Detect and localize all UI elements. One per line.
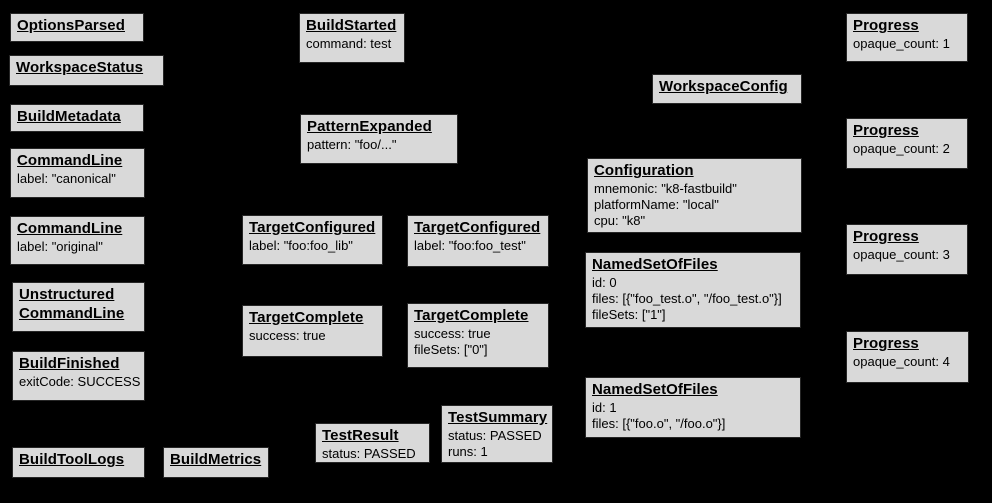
event-node-field: exitCode: SUCCESS [19,374,141,389]
event-node-title: BuildMetadata [17,108,121,125]
node-target-complete-foo-lib: TargetComplete success: true [242,305,383,357]
node-options-parsed: OptionsParsed [10,13,144,42]
event-node-body: opaque_count: 2 [853,141,961,157]
event-node-field: opaque_count: 1 [853,36,950,51]
node-build-metadata: BuildMetadata [10,104,144,132]
event-node-title: NamedSetOfFiles [592,381,718,398]
event-node-field: status: PASSED [448,428,542,443]
node-test-result: TestResult status: PASSED [315,423,430,463]
event-node-title: BuildFinished [19,355,120,372]
event-node-body: command: test [306,36,398,52]
event-node-body: label: "canonical" [17,171,138,187]
node-command-line-canonical: CommandLine label: "canonical" [10,148,145,198]
event-node-body: exitCode: SUCCESS [19,374,141,390]
event-node-field: opaque_count: 2 [853,141,950,156]
event-node-field: success: true [414,326,491,341]
node-progress-2: Progress opaque_count: 2 [846,118,968,169]
event-node-title: Progress [853,228,919,245]
node-target-configured-foo-test: TargetConfigured label: "foo:foo_test" [407,215,549,267]
event-node-field: cpu: "k8" [594,213,646,228]
event-node-field: label: "foo:foo_lib" [249,238,353,253]
event-node-field: status: PASSED [322,446,416,461]
node-progress-4: Progress opaque_count: 4 [846,331,969,383]
event-node-field: success: true [249,328,326,343]
event-node-title: NamedSetOfFiles [592,256,718,273]
event-node-title: BuildStarted [306,17,397,34]
event-node-field: runs: 1 [448,444,488,459]
node-progress-3: Progress opaque_count: 3 [846,224,968,275]
event-node-title: WorkspaceStatus [16,59,144,76]
node-pattern-expanded: PatternExpanded pattern: "foo/..." [300,114,458,164]
event-node-title: BuildToolLogs [19,451,125,468]
event-node-body: opaque_count: 3 [853,247,961,263]
event-node-field: label: "original" [17,239,103,254]
node-workspace-config: WorkspaceConfig [652,74,802,104]
event-node-field: id: 1 [592,400,617,415]
event-node-body: opaque_count: 1 [853,36,961,52]
event-node-field: fileSets: ["1"] [592,307,666,322]
event-node-body: opaque_count: 4 [853,354,962,370]
event-node-body: label: "original" [17,239,138,255]
event-node-title: TestResult [322,427,399,444]
event-node-field: opaque_count: 4 [853,354,950,369]
node-command-line-original: CommandLine label: "original" [10,216,145,265]
event-node-title: TestSummary [448,409,548,426]
event-node-field: platformName: "local" [594,197,719,212]
event-node-body: mnemonic: "k8-fastbuild"platformName: "l… [594,181,795,229]
event-node-title: BuildMetrics [170,451,262,468]
event-node-body: success: true [249,328,376,344]
event-node-field: label: "foo:foo_test" [414,238,526,253]
event-node-title: PatternExpanded [307,118,432,135]
event-node-field: mnemonic: "k8-fastbuild" [594,181,737,196]
event-node-title: Unstructured CommandLine [19,286,125,322]
event-node-title: TargetComplete [249,309,364,326]
event-node-title: Progress [853,335,919,352]
node-workspace-status: WorkspaceStatus [9,55,164,86]
event-node-title: Configuration [594,162,694,179]
event-node-title: WorkspaceConfig [659,78,788,95]
node-target-configured-foo-lib: TargetConfigured label: "foo:foo_lib" [242,215,383,265]
node-build-finished: BuildFinished exitCode: SUCCESS [12,351,145,401]
event-node-title: TargetConfigured [414,219,541,236]
event-node-field: files: [{"foo_test.o", "/foo_test.o"}] [592,291,782,306]
event-node-body: status: PASSED [322,446,423,462]
event-node-title: CommandLine [17,220,123,237]
event-node-body: pattern: "foo/..." [307,137,451,153]
event-node-body: label: "foo:foo_lib" [249,238,376,254]
event-node-body: label: "foo:foo_test" [414,238,542,254]
event-node-field: files: [{"foo.o", "/foo.o"}] [592,416,726,431]
event-node-title: OptionsParsed [17,17,125,34]
event-node-field: fileSets: ["0"] [414,342,488,357]
event-node-field: pattern: "foo/..." [307,137,397,152]
node-build-tool-logs: BuildToolLogs [12,447,145,478]
event-node-title: Progress [853,122,919,139]
node-configuration: Configuration mnemonic: "k8-fastbuild"pl… [587,158,802,233]
event-node-title: TargetConfigured [249,219,376,236]
event-node-title: CommandLine [17,152,123,169]
event-node-field: label: "canonical" [17,171,116,186]
node-build-started: BuildStarted command: test [299,13,405,63]
node-progress-1: Progress opaque_count: 1 [846,13,968,62]
event-node-field: command: test [306,36,392,51]
event-node-title: Progress [853,17,919,34]
event-node-field: id: 0 [592,275,617,290]
node-build-metrics: BuildMetrics [163,447,269,478]
node-unstructured-command-line: Unstructured CommandLine [12,282,145,332]
event-node-field: opaque_count: 3 [853,247,950,262]
event-node-title: TargetComplete [414,307,529,324]
